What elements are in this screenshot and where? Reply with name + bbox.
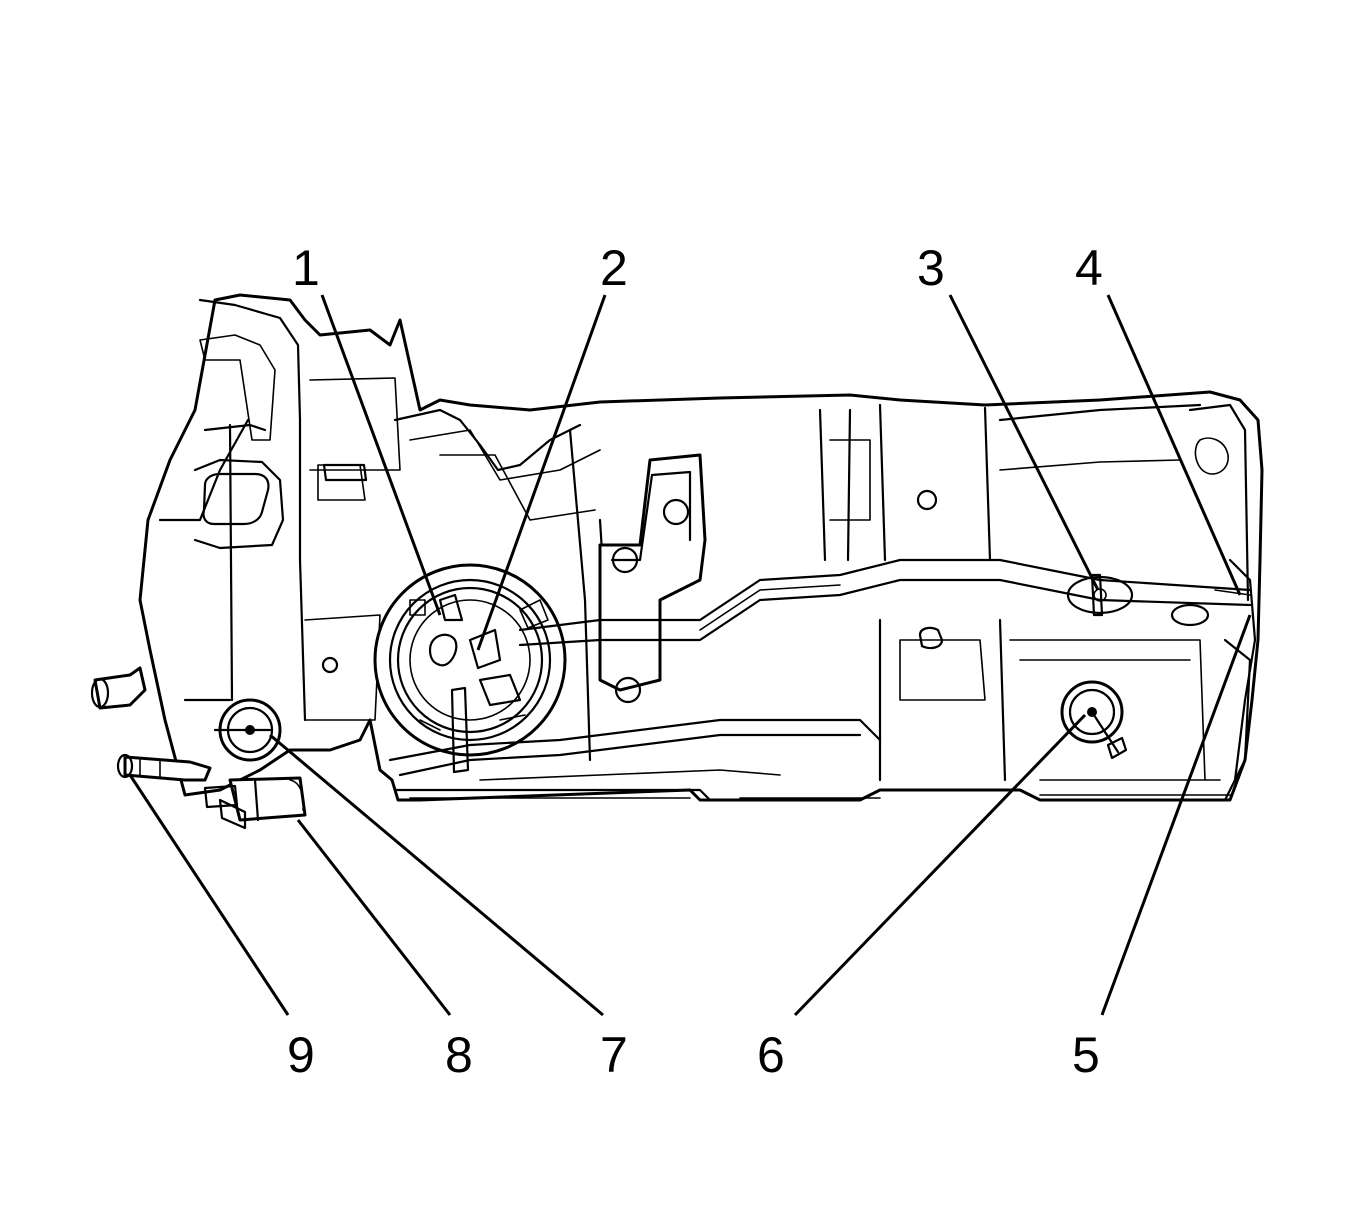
callout-2: 2 [600, 240, 628, 296]
fuel-level-sensor [1066, 573, 1134, 617]
leader-3 [948, 294, 1100, 591]
callout-8: 8 [445, 1027, 473, 1083]
leader-1 [320, 294, 442, 616]
vent-hose-connector [116, 753, 212, 782]
leader-6 [793, 713, 1087, 1017]
callout-4: 4 [1075, 240, 1103, 296]
fuel-tank-body [138, 293, 1264, 802]
leader-9 [128, 774, 290, 1016]
callout-7: 7 [600, 1027, 628, 1083]
leader-8 [296, 819, 452, 1016]
callout-6: 6 [757, 1027, 785, 1083]
leader-5 [1100, 614, 1252, 1016]
callout-3: 3 [917, 240, 945, 296]
leader-2 [476, 294, 607, 651]
leader-4 [1106, 294, 1242, 596]
tank-strap-nut-left [213, 698, 282, 762]
fuel-pump-module [373, 563, 567, 774]
electrical-connector [203, 776, 307, 830]
callout-1: 1 [292, 240, 320, 296]
leader-lines [128, 294, 1252, 1017]
callout-5: 5 [1072, 1027, 1100, 1083]
leader-7 [269, 733, 604, 1017]
callout-9: 9 [287, 1027, 315, 1083]
callout-labels: 1 2 3 4 5 6 7 8 9 [287, 240, 1103, 1083]
evap-canister-port [90, 666, 147, 710]
tank-strap-nut-right [1060, 680, 1128, 760]
